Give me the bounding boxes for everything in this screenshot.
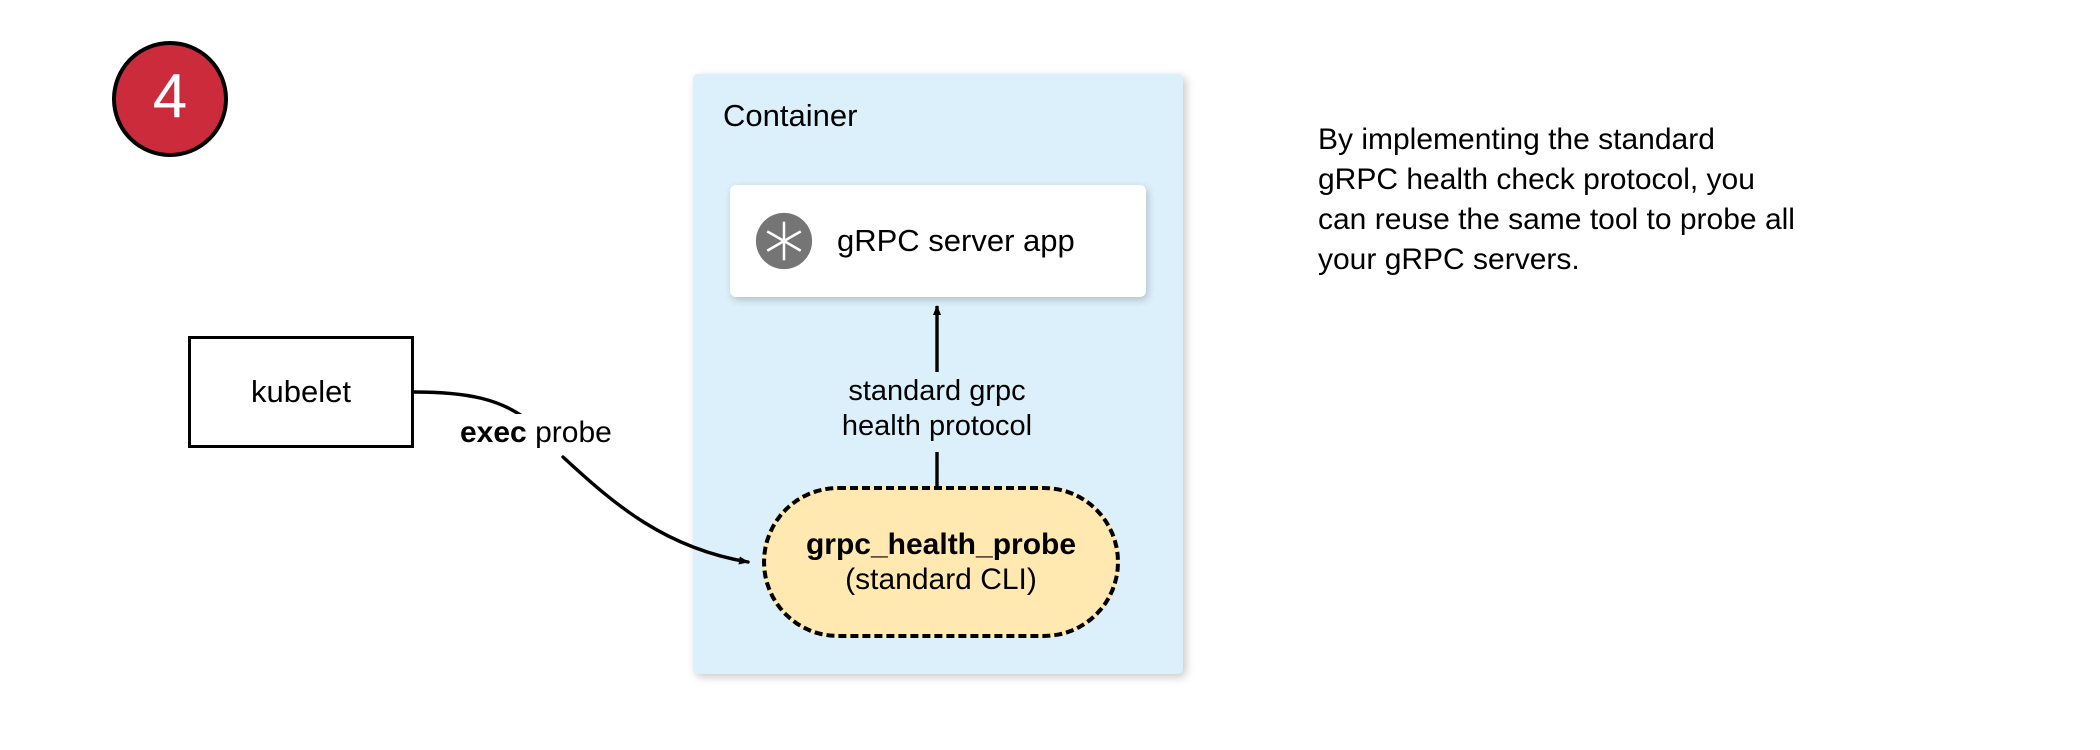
health-protocol-label-line1: standard grpc [848,375,1026,407]
grpc-health-probe-subtitle: (standard CLI) [845,563,1037,596]
grpc-aperture-icon [755,212,813,270]
description-line-3: can reuse the same tool to probe all [1318,202,1795,236]
exec-probe-label-rest: probe [526,416,612,449]
health-protocol-label-line2: health protocol [841,410,1033,443]
kubelet-box: kubelet [188,336,414,448]
description-line-2: gRPC health check protocol, you [1318,162,1755,196]
description-line-4: your gRPC servers. [1318,242,1580,276]
grpc-health-probe-box: grpc_health_probe (standard CLI) [762,486,1120,638]
exec-probe-label: exec probe [456,414,616,451]
container-label: Container [723,98,858,133]
kubelet-label: kubelet [251,373,351,409]
description-text: By implementing the standard gRPC health… [1318,120,1878,280]
exec-probe-label-bold: exec [460,416,527,449]
grpc-health-probe-title: grpc_health_probe [805,527,1077,561]
grpc-server-app-card: gRPC server app [730,185,1146,297]
health-protocol-label: standard grpc health protocol [837,372,1037,447]
description-line-1: By implementing the standard [1318,123,1715,156]
step-number-badge: 4 [112,41,228,157]
step-number-text: 4 [152,62,188,131]
grpc-server-app-label: gRPC server app [837,222,1075,258]
